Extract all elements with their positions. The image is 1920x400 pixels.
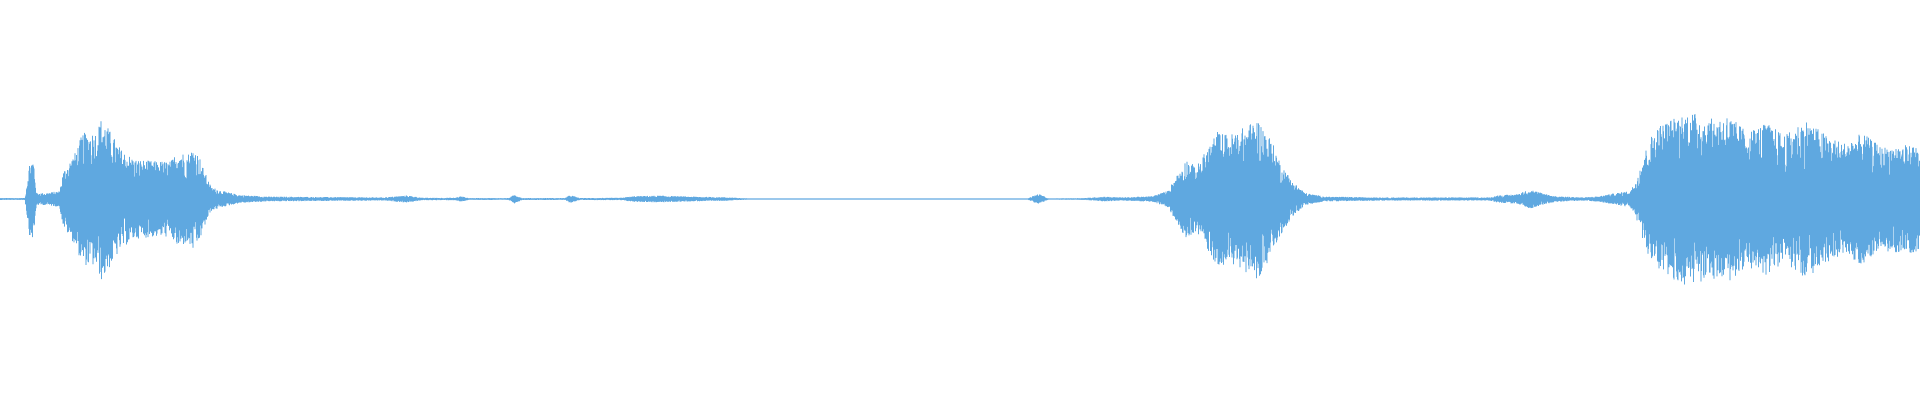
waveform-amplitude-path bbox=[0, 114, 1920, 285]
